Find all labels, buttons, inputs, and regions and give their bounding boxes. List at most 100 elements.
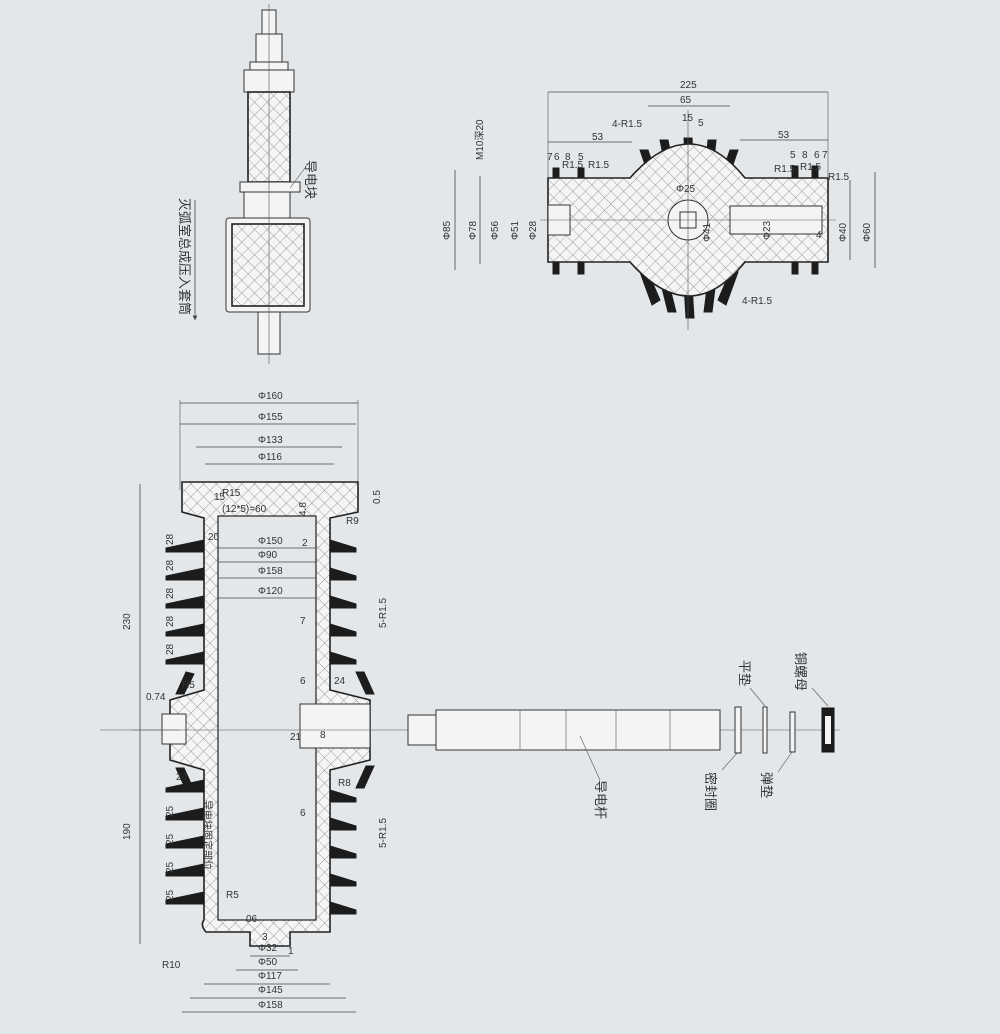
phi51: Φ51 [510, 220, 521, 240]
conductor-block-label: 导电块 [303, 160, 318, 199]
dim-7b: 7 [822, 150, 828, 161]
r15c: R1.5 [774, 164, 796, 175]
d1: 1 [288, 946, 294, 957]
r10: R10 [162, 960, 181, 971]
dim-5: 5 [578, 152, 584, 163]
phi25: Φ25 [676, 184, 696, 195]
copper-nut-label: 铜螺母 [793, 652, 808, 691]
p28-1: 28 [165, 533, 176, 545]
d05: 0.5 [372, 490, 383, 504]
bushing-section: Φ160 Φ155 Φ133 Φ116 [122, 391, 389, 1013]
flat-washer [762, 706, 768, 754]
phi78: Φ78 [468, 220, 479, 240]
p28-5: 28 [165, 643, 176, 655]
r-4b: 4-R1.5 [742, 296, 772, 307]
p25-4: 25 [165, 889, 176, 901]
p25-1: 25 [165, 805, 176, 817]
conductor-rod-label: 导电杆 [593, 780, 608, 819]
d6u: 6 [300, 676, 306, 687]
dim-6b: 6 [814, 150, 820, 161]
seal-ring-label: 密封圈 [703, 772, 718, 811]
phi56: Φ56 [490, 220, 501, 240]
dim-5a: 5 [698, 118, 704, 129]
phi60: Φ60 [862, 222, 873, 242]
conductor-insert [299, 703, 371, 749]
h230: 230 [122, 613, 133, 630]
left-sheds [165, 539, 205, 905]
side-insert [161, 713, 187, 745]
p28-4: 28 [165, 615, 176, 627]
phi158b: Φ158 [258, 1000, 283, 1011]
interrupter-assembly: 导电块 灭弧室总成压入套筒 [177, 4, 318, 364]
dim-225: 225 [680, 80, 697, 91]
spring-washer-label: 弹垫 [759, 772, 774, 798]
p25-3: 25 [165, 861, 176, 873]
dim-65: 65 [680, 95, 692, 106]
d8m: 8 [320, 730, 326, 741]
phi160: Φ160 [258, 391, 283, 402]
phi155: Φ155 [258, 412, 283, 423]
phi85: Φ85 [442, 220, 453, 240]
spring-washer [789, 711, 796, 753]
r15a: R1.5 [588, 160, 610, 171]
d06: 06 [246, 914, 258, 925]
dim-53l: 53 [592, 132, 604, 143]
r515a: 5-R1.5 [378, 598, 389, 628]
r5: R5 [226, 890, 239, 901]
dim-53r: 53 [778, 130, 790, 141]
phi133: Φ133 [258, 435, 283, 446]
phi150: Φ150 [258, 536, 283, 547]
d20: 20 [208, 532, 220, 543]
interrupter-note: 灭弧室总成压入套筒 [177, 198, 192, 315]
r8: R8 [338, 778, 351, 789]
phi158a: Φ158 [258, 566, 283, 577]
dim-4: 4 [816, 230, 822, 241]
dim-15: 15 [682, 113, 694, 124]
phi116: Φ116 [258, 452, 282, 463]
d24b: 24 [334, 676, 346, 687]
dim-8b: 8 [802, 150, 808, 161]
phi23: Φ23 [762, 220, 773, 240]
thread-label: M10深20 [474, 119, 486, 160]
right-sheds [329, 539, 375, 915]
connector [243, 191, 291, 219]
dim-7: 7 [547, 152, 553, 163]
r-4a: 4-R1.5 [612, 119, 642, 130]
r15d: R1.5 [800, 162, 822, 173]
seal-ring [734, 706, 742, 754]
r15e: R1.5 [828, 172, 850, 183]
h190: 190 [122, 823, 133, 840]
d6l: 6 [300, 808, 306, 819]
phi120: Φ120 [258, 586, 283, 597]
phi32: Φ32 [258, 943, 278, 954]
rod-end [407, 714, 437, 746]
copper-nut-hole [825, 716, 831, 744]
d074: 0.74 [146, 692, 166, 703]
d25: R15 [222, 488, 241, 499]
d3: 3 [262, 932, 268, 943]
conductor-rod [435, 709, 721, 751]
dim-8: 8 [565, 152, 571, 163]
p25-2: 25 [165, 833, 176, 845]
d7u: 7 [300, 616, 306, 627]
dim-6: 6 [554, 152, 560, 163]
phi90: Φ90 [258, 550, 278, 561]
phi28: Φ28 [528, 220, 539, 240]
d24a: 24 [176, 772, 188, 783]
dim-5b: 5 [790, 150, 796, 161]
p28-3: 28 [165, 587, 176, 599]
d2: 2 [302, 538, 308, 549]
d60: (12*5)=60 [222, 504, 267, 515]
r515b: 5-R1.5 [378, 818, 389, 848]
phi40: Φ40 [838, 222, 849, 242]
top-cross-section: 225 65 15 5 4-R1.5 53 53 7 6 8 5 R1.5 R1… [442, 80, 876, 330]
r5s: R5 [182, 680, 195, 691]
conductor-rod-assembly: 导电杆 密封圈 平垫 弹垫 铜螺母 [100, 652, 840, 819]
phi145: Φ145 [258, 985, 283, 996]
phi50: Φ50 [258, 957, 278, 968]
r9: R9 [346, 516, 359, 527]
phi41: Φ41 [702, 222, 713, 242]
fixing-part-label: 导电块固定部位 [201, 800, 214, 870]
